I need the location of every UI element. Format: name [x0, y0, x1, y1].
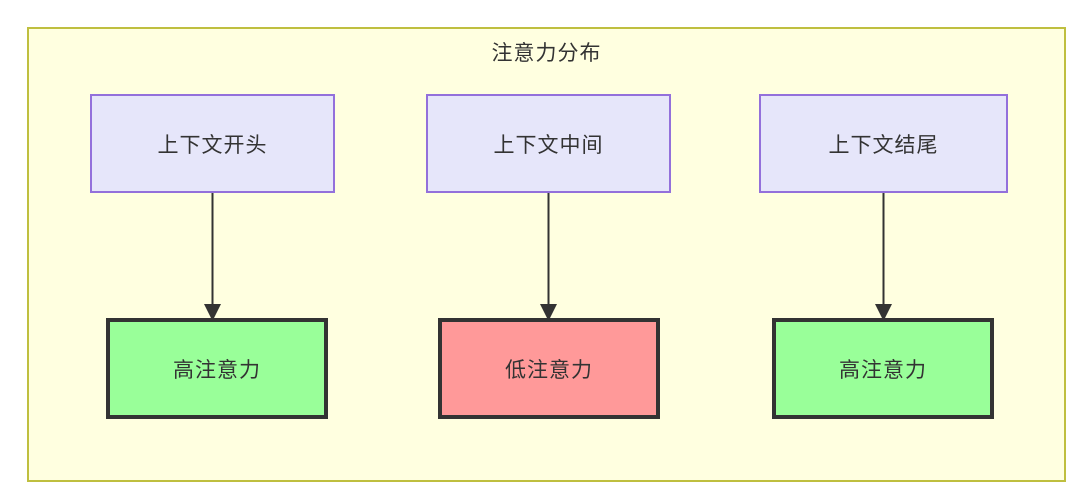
edge-middle-to-low: [540, 193, 557, 321]
edge-end-to-high: [875, 193, 892, 321]
attention-distribution-subgraph: 注意力分布 上下文开头 高注意力 上下文中间 低注意力 上下文结尾 高注意力: [27, 27, 1066, 482]
node-low-attention-middle[interactable]: 低注意力: [438, 318, 660, 419]
node-context-middle[interactable]: 上下文中间: [426, 94, 671, 193]
node-high-attention-end[interactable]: 高注意力: [772, 318, 994, 419]
subgraph-title: 注意力分布: [491, 41, 602, 65]
node-context-start[interactable]: 上下文开头: [90, 94, 335, 193]
node-high-attention-start[interactable]: 高注意力: [106, 318, 328, 419]
edge-start-to-high: [204, 193, 221, 321]
node-context-end[interactable]: 上下文结尾: [759, 94, 1008, 193]
